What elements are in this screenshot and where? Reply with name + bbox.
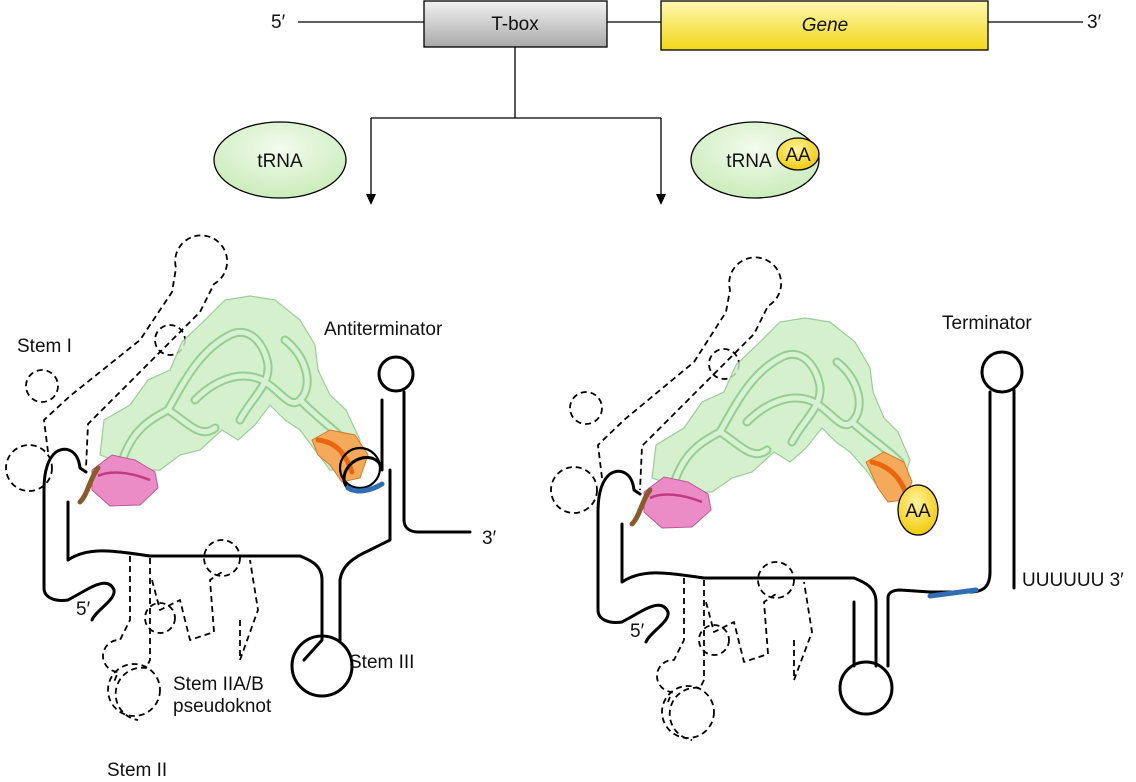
right-stem-ii-bulge-dashed <box>698 624 730 656</box>
svg-text:tRNA: tRNA <box>257 151 303 172</box>
stem-i-label: Stem I <box>17 336 72 357</box>
left-five-prime-label: 5′ <box>76 599 91 620</box>
right-stem-ii-loop-dashed <box>661 685 715 739</box>
stem-i-bulge-dashed <box>25 369 59 403</box>
right-stem-iiab-loop-dashed <box>757 561 795 599</box>
gene-box <box>660 0 989 51</box>
antiterminator-blue <box>345 481 385 494</box>
stem-iiab-label-line1: Stem IIA/B <box>173 674 264 695</box>
arrow-head-right <box>656 194 666 205</box>
arrow-head-left <box>366 194 376 205</box>
pink-specifier-domain <box>91 454 159 507</box>
right-stem-i-bulge-dashed <box>569 391 603 425</box>
right-stem-iii-right <box>886 390 992 668</box>
three-prime-label: 3′ <box>1087 12 1102 33</box>
branch-arrows <box>366 47 666 205</box>
svg-text:AA: AA <box>905 501 931 522</box>
right-backbone-main <box>620 522 878 668</box>
right-stem-iii-loop <box>838 660 894 716</box>
poly-u-label: UUUUUU 3′ <box>1022 570 1124 591</box>
right-stem-ii-dashed <box>656 578 813 741</box>
left-backbone-5prime <box>42 447 116 622</box>
right-five-prime-label: 5′ <box>630 621 645 642</box>
stem-iii-label: Stem III <box>349 652 414 673</box>
right-stem-i-loop-dashed <box>550 466 598 514</box>
right-backbone-5prime <box>596 469 670 644</box>
trna-body-left <box>91 295 369 507</box>
stem-iiab-label-line2: pseudoknot <box>173 696 272 717</box>
specifier-loop-brown <box>77 465 101 505</box>
stem-ii-loop-dashed <box>107 663 161 717</box>
stem-i-dashed <box>43 234 229 469</box>
right-aa-badge <box>897 484 939 536</box>
right-panel: AA Terminator 5′ UUUUUU 3′ <box>550 256 1124 741</box>
left-backbone-main <box>66 500 324 662</box>
stem-iiab-loop-dashed <box>203 539 241 577</box>
stem-ii-bulge-dashed <box>144 602 176 634</box>
terminator-blue <box>927 587 979 599</box>
antiterminator-label: Antiterminator <box>324 319 443 340</box>
left-panel: Stem I Antiterminator 3′ 5′ Stem III Ste… <box>5 234 497 781</box>
uncharged-trna-ligand: tRNA <box>213 121 347 199</box>
charged-trna-ligand: tRNA AA <box>690 121 820 199</box>
svg-text:AA: AA <box>785 145 811 166</box>
right-stem-i-dashed <box>597 256 783 491</box>
stem-ii-label: Stem II <box>107 760 167 781</box>
gene-map: 5′ T-box Gene 3′ <box>271 0 1102 51</box>
stem-i-loop-dashed <box>5 444 53 492</box>
aa-badge <box>776 137 820 171</box>
gene-label: Gene <box>802 15 848 36</box>
trna-body-right: AA <box>643 317 939 536</box>
five-prime-label: 5′ <box>271 12 286 33</box>
terminator-loop <box>980 350 1024 394</box>
right-specifier-loop-brown <box>629 487 653 527</box>
terminator-label: Terminator <box>942 313 1032 334</box>
tbox-label: T-box <box>491 14 539 35</box>
left-three-prime-label: 3′ <box>482 528 497 549</box>
antiterminator-loop <box>377 355 415 393</box>
right-pink-specifier-domain <box>643 476 712 529</box>
antiterminator-bulge <box>338 446 382 490</box>
antiterminator-right <box>402 390 472 534</box>
stem-iii-right-strand <box>338 468 392 642</box>
svg-text:tRNA: tRNA <box>726 151 772 172</box>
stem-iii-loop <box>290 634 354 698</box>
